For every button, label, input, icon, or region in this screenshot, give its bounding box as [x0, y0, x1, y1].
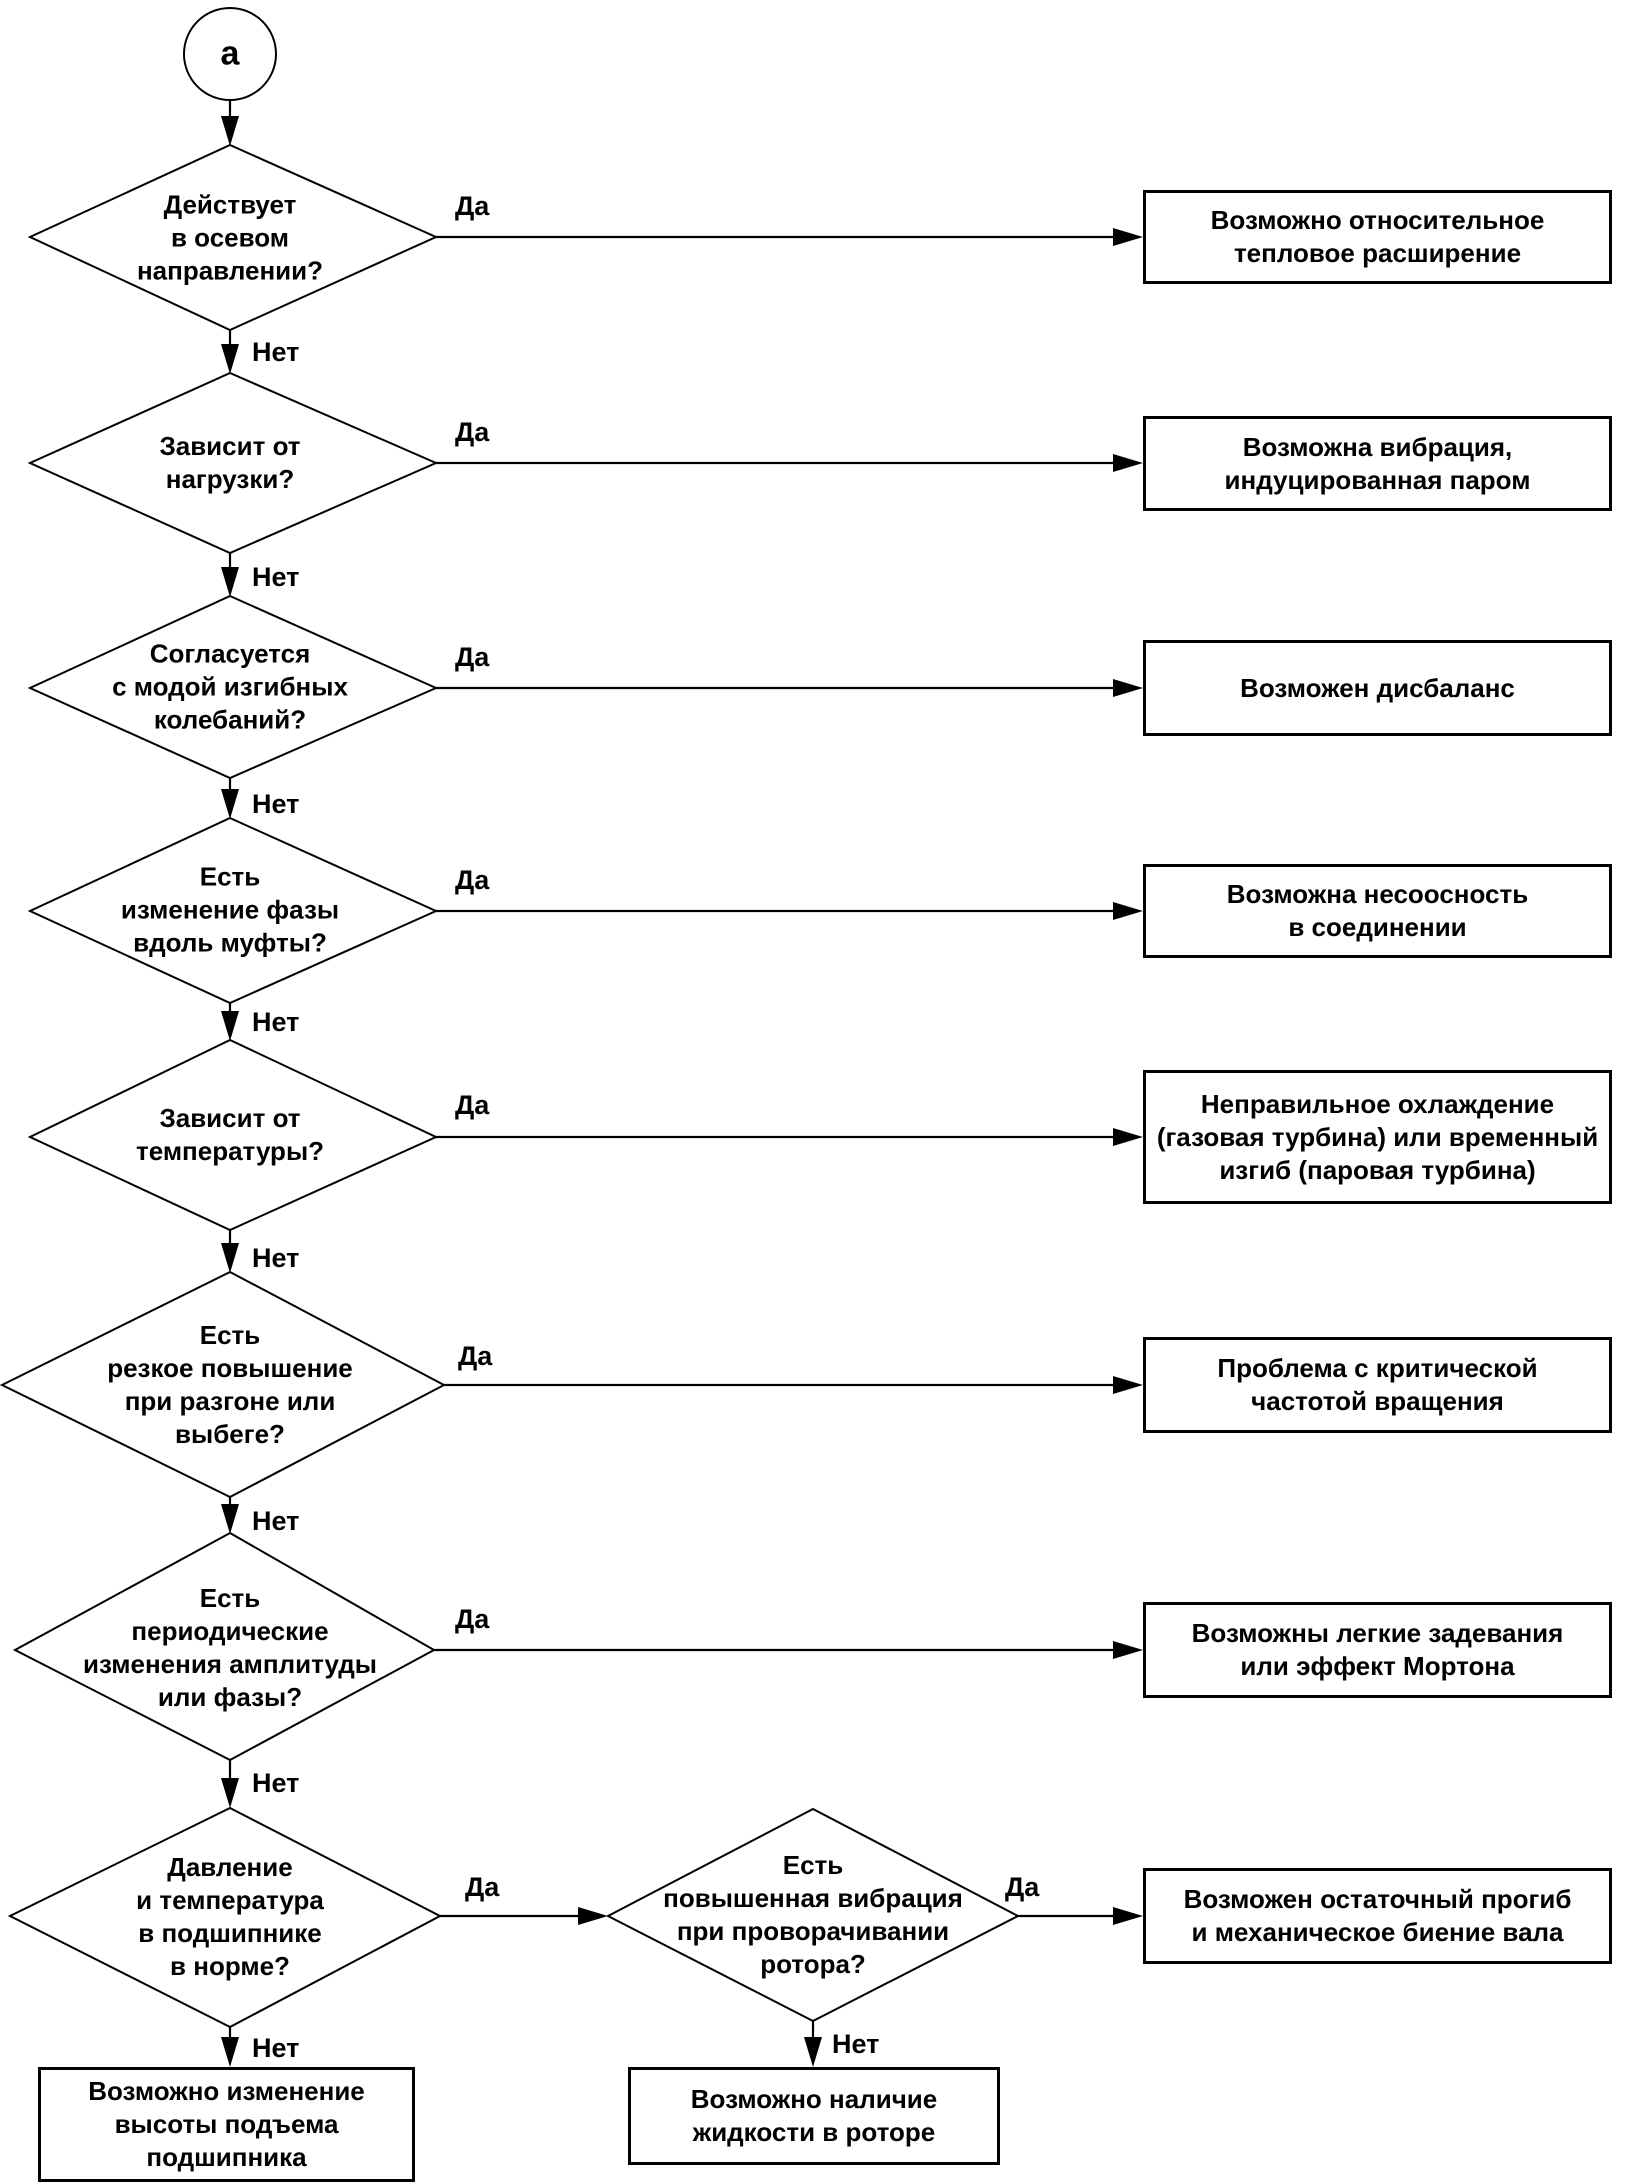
edge-d4-yes: [436, 902, 1143, 920]
edge-d1-yes: [436, 228, 1143, 246]
edge-d1-no: [221, 330, 239, 374]
outcome-box-bearing-lift-change: Возможно изменение высоты подъема подшип…: [38, 2067, 415, 2182]
edge-dm-yes: [1018, 1907, 1143, 1925]
edge-d7-no: [221, 1760, 239, 1808]
edge-d3-no: [221, 778, 239, 819]
edge-d8-no: [221, 2027, 239, 2067]
no-label-d1: Нет: [252, 337, 300, 367]
outcome-box-misalignment: Возможна несоосность в соединении: [1143, 864, 1612, 958]
edge-d7-yes: [434, 1641, 1143, 1659]
outcome-box-residual-bow-runout: Возможен остаточный прогиб и механическо…: [1143, 1868, 1612, 1964]
edge-d3-yes: [436, 679, 1143, 697]
no-label-d5: Нет: [252, 1243, 300, 1273]
outcome-box-steam-induced-vibration: Возможна вибрация, индуцированная паром: [1143, 416, 1612, 511]
yes-label-dm: Да: [1005, 1872, 1040, 1902]
no-label-dm: Нет: [832, 2029, 880, 2059]
outcome-box-improper-cooling: Неправильное охлаждение (газовая турбина…: [1143, 1070, 1612, 1204]
start-connector-label: а: [220, 34, 240, 73]
no-label-d3: Нет: [252, 789, 300, 819]
decision-diamond-temperature: [27, 1038, 439, 1232]
edge-d6-no: [221, 1497, 239, 1534]
no-label-d8: Нет: [252, 2033, 300, 2063]
outcome-box-thermal-expansion: Возможно относительное тепловое расширен…: [1143, 190, 1612, 284]
outcome-box-unbalance: Возможен дисбаланс: [1143, 640, 1612, 736]
outcome-box-fluid-in-rotor: Возможно наличие жидкости в роторе: [628, 2067, 1000, 2165]
edge-d5-yes: [436, 1128, 1143, 1146]
yes-label-d1: Да: [455, 191, 490, 221]
yes-label-d2: Да: [455, 417, 490, 447]
edge-d2-yes: [436, 454, 1143, 472]
decision-diamond-bearing-normal: [7, 1806, 443, 2029]
edge-d8-yes: [440, 1907, 608, 1925]
edge-d6-yes: [444, 1376, 1143, 1394]
outcome-box-light-rubs-morton: Возможны легкие задевания или эффект Мор…: [1143, 1602, 1612, 1698]
decision-diamond-load: [27, 371, 439, 555]
yes-label-d3: Да: [455, 642, 490, 672]
no-label-d4: Нет: [252, 1007, 300, 1037]
decision-diamond-runup-coastdown: [0, 1270, 447, 1499]
no-label-d6: Нет: [252, 1506, 300, 1536]
decision-diamond-bending-mode: [27, 594, 439, 780]
no-label-d2: Нет: [252, 562, 300, 592]
edge-d4-no: [221, 1003, 239, 1041]
no-label-d7: Нет: [252, 1768, 300, 1798]
yes-label-d4: Да: [455, 865, 490, 895]
decision-diamond-slow-roll-vibration: [605, 1807, 1021, 2023]
yes-label-d6: Да: [458, 1341, 493, 1371]
decision-diamond-periodic-changes: [12, 1531, 437, 1762]
outcome-box-critical-speed: Проблема с критической частотой вращения: [1143, 1337, 1612, 1433]
yes-label-d8: Да: [465, 1872, 500, 1902]
decision-diamond-axial: [27, 143, 439, 332]
edge-d5-no: [221, 1230, 239, 1273]
decision-diamond-coupling-phase: [27, 816, 439, 1005]
edge-d2-no: [221, 553, 239, 597]
yes-label-d7: Да: [455, 1604, 490, 1634]
edge-dm-no: [804, 2021, 822, 2067]
edge-start-to-d1: [221, 100, 239, 146]
yes-label-d5: Да: [455, 1090, 490, 1120]
